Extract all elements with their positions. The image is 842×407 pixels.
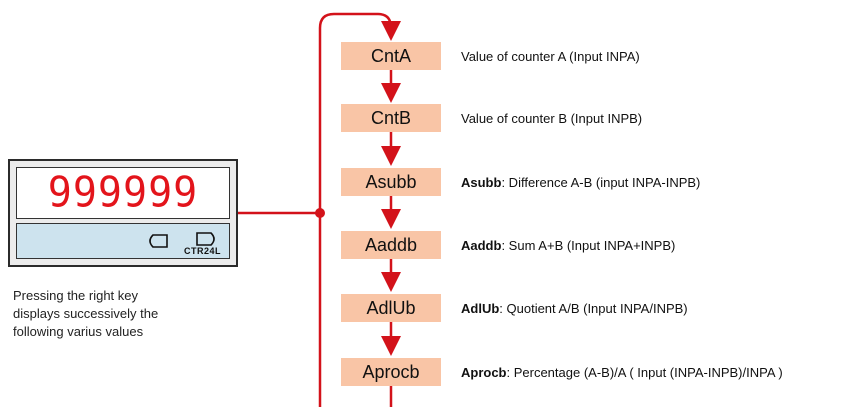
step-desc-text: : Sum A+B (Input INPA+INPB) (501, 238, 676, 253)
step-desc-asubb: Asubb: Difference A-B (input INPA-INPB) (461, 175, 700, 190)
step-desc-cntb: Value of counter B (Input INPB) (461, 111, 642, 126)
device-display: 999999 (16, 167, 230, 219)
note-line: displays successively the (13, 306, 159, 321)
step-desc-bold: AdlUb (461, 301, 500, 316)
step-desc-text: : Percentage (A-B)/A ( Input (INPA-INPB)… (506, 365, 783, 380)
step-box-aaddb: Aaddb (341, 231, 441, 259)
left-key-icon (149, 234, 168, 248)
step-desc-text: Value of counter B (Input INPB) (461, 111, 643, 126)
step-desc-bold: Aaddb (461, 238, 502, 253)
step-box-aprocb: Aprocb (341, 358, 441, 386)
note-line: Pressing the right key (13, 288, 139, 303)
step-desc-adlub: AdlUb: Quotient A/B (Input INPA/INPB) (461, 301, 688, 316)
note-line: following varius values (13, 324, 144, 339)
step-box-cntb: CntB (341, 104, 441, 132)
step-desc-bold: Aprocb (461, 365, 507, 380)
step-box-adlub: AdlUb (341, 294, 441, 322)
right-key-icon (196, 232, 215, 246)
step-desc-cnta: Value of counter A (Input INPA) (461, 49, 640, 64)
device-model-label: CTR24L (183, 246, 221, 256)
step-box-asubb: Asubb (341, 168, 441, 196)
display-digits: 999999 (47, 168, 199, 218)
step-box-cnta: CntA (341, 42, 441, 70)
step-desc-bold: Asubb (461, 175, 502, 190)
loop-line (318, 12, 401, 407)
step-desc-aprocb: Aprocb: Percentage (A-B)/A ( Input (INPA… (461, 365, 783, 380)
step-desc-text: : Difference A-B (input INPA-INPB) (501, 175, 701, 190)
counter-device: 999999 CTR24L (8, 159, 238, 267)
instruction-note: Pressing the right key displays successi… (13, 287, 213, 341)
step-desc-text: Value of counter A (Input INPA) (461, 49, 640, 64)
step-desc-text: : Quotient A/B (Input INPA/INPB) (499, 301, 688, 316)
device-keypad: CTR24L (16, 223, 230, 259)
step-desc-aaddb: Aaddb: Sum A+B (Input INPA+INPB) (461, 238, 675, 253)
